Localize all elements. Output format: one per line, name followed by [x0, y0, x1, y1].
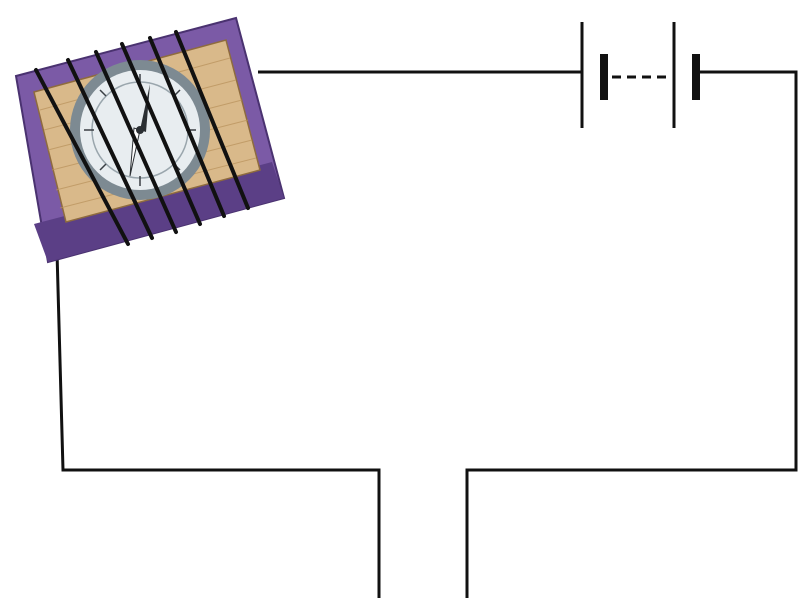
- wire-coil-to-left-side: [55, 251, 381, 598]
- coil-turn-6: [174, 30, 250, 210]
- coil-turn-5: [148, 36, 226, 218]
- coil-turn-4: [120, 42, 202, 226]
- coil-windings: [34, 30, 250, 246]
- box-front-lip: [34, 162, 284, 262]
- compass-pivot: [136, 126, 144, 134]
- compass-needle-dark: [140, 84, 150, 132]
- wire-battery-to-right-side: [465, 70, 798, 598]
- coil-turn-2: [66, 58, 154, 240]
- compass-coil-assembly: [14, 16, 286, 264]
- coil-turn-3: [94, 50, 178, 234]
- coil-turn-1: [34, 68, 130, 246]
- battery-symbol: [580, 22, 700, 128]
- circuit-wires: [55, 70, 798, 598]
